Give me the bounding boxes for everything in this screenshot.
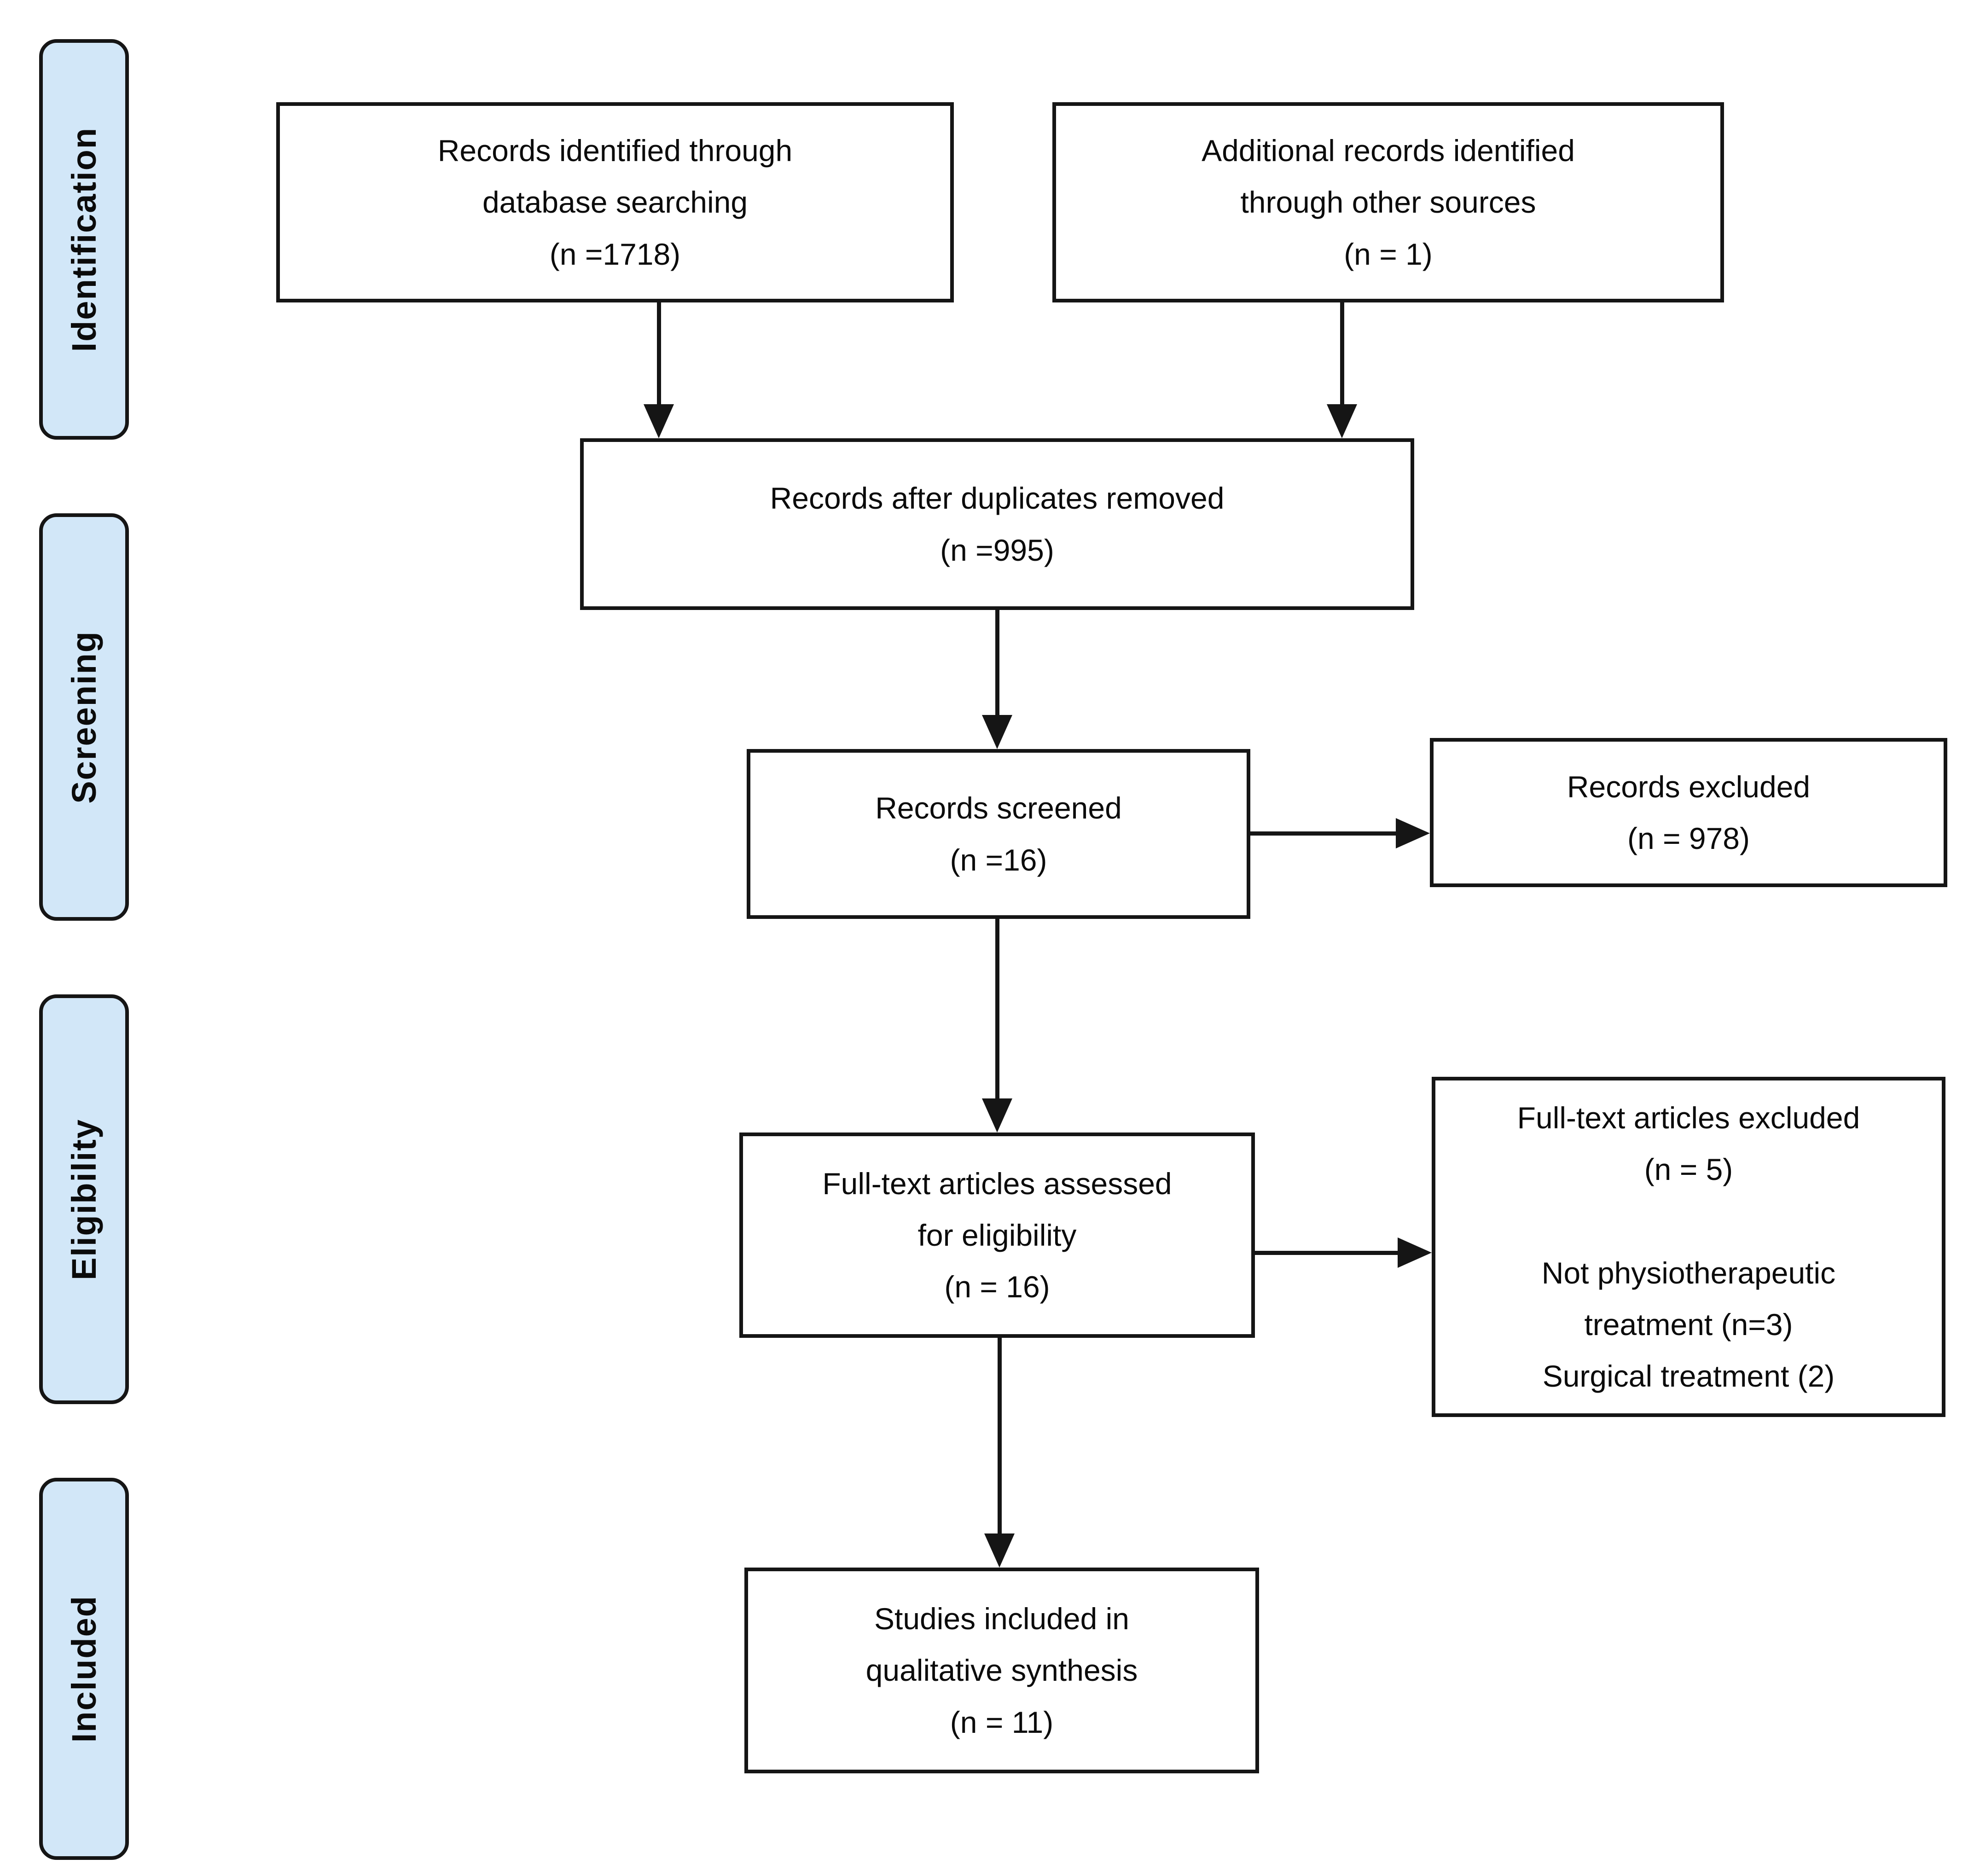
arrow-additional-to-duplicates-line: [1340, 302, 1344, 406]
box-fulltext-excluded: Full-text articles excluded (n = 5) Not …: [1432, 1077, 1945, 1417]
box-fulltext-assessed: Full-text articles assessed for eligibil…: [739, 1133, 1255, 1338]
box-records-excluded: Records excluded (n = 978): [1430, 738, 1947, 887]
arrow-screened-to-fulltext-line: [995, 919, 999, 1100]
box-records-identified: Records identified through database sear…: [276, 102, 954, 302]
stage-identification: Identification: [39, 39, 129, 440]
arrow-fulltext-to-included-head-icon: [984, 1533, 1015, 1568]
arrow-identified-to-duplicates-head-icon: [644, 404, 674, 438]
box-after-duplicates: Records after duplicates removed (n =995…: [580, 438, 1414, 610]
stage-eligibility: Eligibility: [39, 994, 129, 1404]
box-studies-included: Studies included in qualitative synthesi…: [744, 1568, 1259, 1773]
arrow-screened-to-excluded-head-icon: [1396, 818, 1430, 848]
stage-eligibility-label: Eligibility: [65, 1118, 103, 1280]
arrow-duplicates-to-screened-head-icon: [982, 715, 1012, 749]
box-records-screened: Records screened (n =16): [747, 749, 1250, 919]
arrow-duplicates-to-screened-line: [995, 610, 999, 717]
stage-screening: Screening: [39, 513, 129, 921]
stage-screening-label: Screening: [65, 630, 103, 804]
arrow-additional-to-duplicates-head-icon: [1327, 404, 1357, 438]
box-additional-records: Additional records identified through ot…: [1052, 102, 1724, 302]
arrow-fulltext-to-excluded-line: [1255, 1251, 1399, 1255]
stage-included: Included: [39, 1478, 129, 1860]
arrow-screened-to-excluded-line: [1250, 831, 1398, 836]
stage-included-label: Included: [65, 1595, 103, 1743]
arrow-fulltext-to-included-line: [998, 1338, 1002, 1535]
arrow-identified-to-duplicates-line: [657, 302, 661, 406]
arrow-fulltext-to-excluded-head-icon: [1398, 1237, 1432, 1268]
arrow-screened-to-fulltext-head-icon: [982, 1098, 1012, 1133]
stage-identification-label: Identification: [65, 127, 103, 352]
